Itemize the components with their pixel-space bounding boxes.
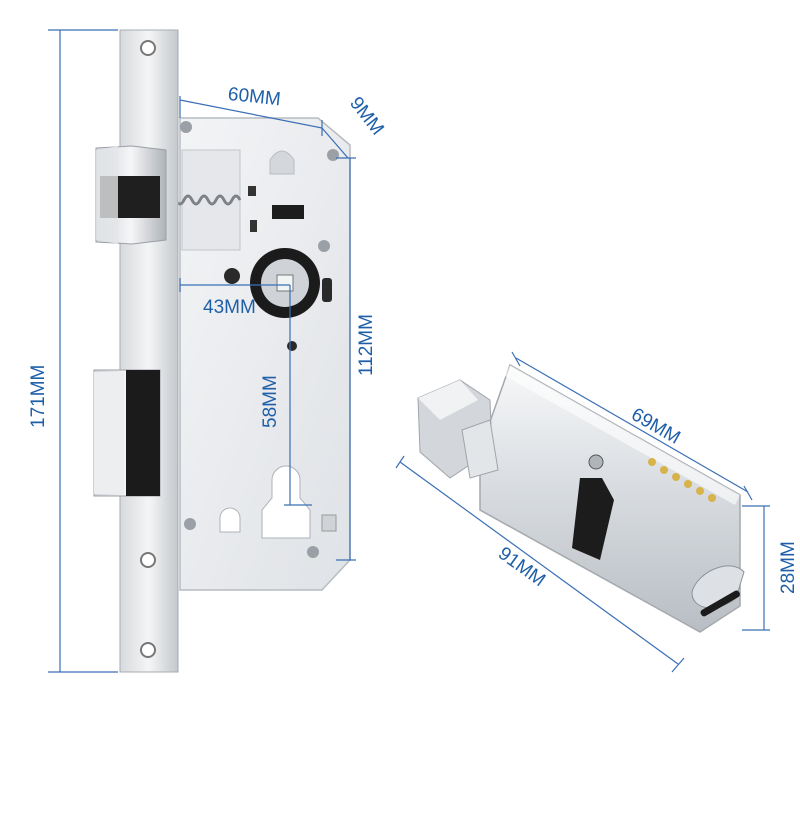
latch-bolt-icon	[95, 145, 167, 245]
dim-label-43: 43MM	[203, 297, 256, 318]
cylinder-hole-icon	[219, 465, 337, 539]
thumbturn-icon	[417, 379, 499, 479]
dim-label-171: 171MM	[28, 365, 49, 428]
dead-bolt-icon	[93, 369, 161, 497]
euro-cylinder-thumbturn-icon	[417, 363, 745, 633]
dimension-lines	[48, 29, 770, 673]
dim-label-112: 112MM	[356, 314, 377, 376]
dim-label-28: 28MM	[778, 541, 799, 594]
spindle-hub-icon	[250, 248, 320, 318]
faceplate-icon	[119, 29, 179, 673]
brass-pins-icon	[648, 458, 716, 502]
dim-label-60: 60MM	[227, 84, 282, 110]
spring-icon	[166, 194, 242, 206]
dim-label-58: 58MM	[260, 375, 281, 428]
mortise-lock-body-icon	[166, 117, 351, 591]
dim-label-9: 9MM	[345, 93, 388, 139]
